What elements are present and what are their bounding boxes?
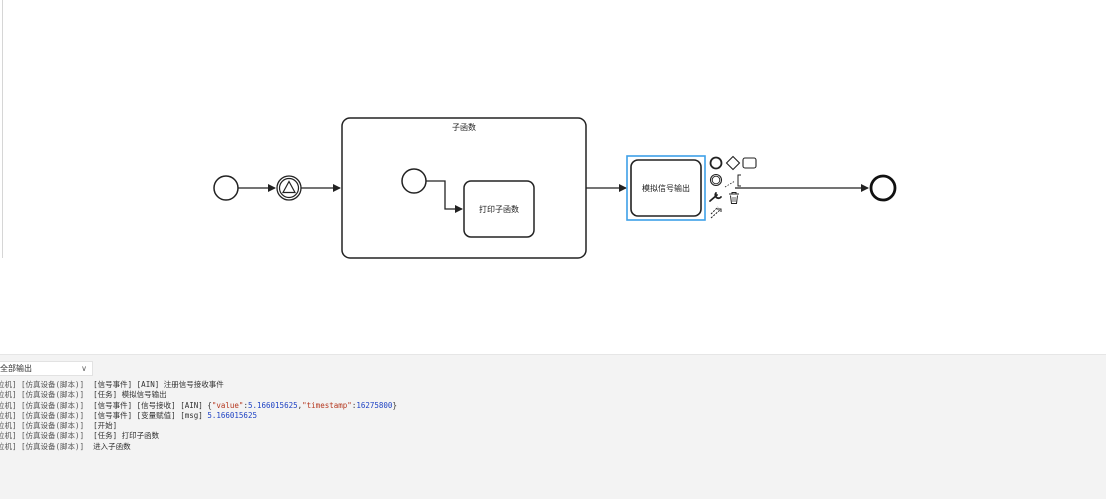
subprocess-start-event[interactable] (401, 168, 427, 194)
gateway-icon[interactable] (725, 155, 741, 171)
log-line[interactable]: 位机] [仿真设备(脚本)] [任务] 模拟信号输出 (0, 390, 397, 400)
log-json-comma: , (297, 400, 303, 410)
connect-wrench-icon[interactable] (709, 192, 722, 202)
selection-outline (626, 155, 706, 221)
output-filter-select[interactable]: 全部输出 ∨ (0, 361, 93, 376)
delete-trash-icon[interactable] (729, 192, 739, 204)
log-json-number: 5.166015625 (247, 400, 298, 410)
log-json-brace: { (207, 400, 212, 410)
log-line[interactable]: 位机] [仿真设备(脚本)] 进入子函数 (0, 442, 397, 452)
log-source: 位机] [仿真设备(脚本)] (0, 380, 85, 389)
log-message: [任务] 打印子函数 (93, 431, 160, 441)
signal-triangle-icon (281, 180, 297, 194)
bpmn-canvas[interactable]: 子函数 打印子函数 模拟信号输出 (0, 0, 1106, 355)
log-source: 位机] [仿真设备(脚本)] (0, 410, 85, 420)
log-list: 位机] [仿真设备(脚本)] [信号事件] [AIN] 注册信号接收事件位机] … (0, 380, 397, 452)
log-line[interactable]: 位机] [仿真设备(脚本)] [信号事件] [信号接收] [AIN] {"val… (0, 401, 397, 411)
task-print-label: 打印子函数 (479, 204, 519, 214)
task-icon[interactable] (742, 157, 757, 169)
context-pad (709, 155, 757, 219)
output-panel: 全部输出 ∨ 位机] [仿真设备(脚本)] [信号事件] [AIN] 注册信号接… (0, 354, 1106, 499)
task-signal-label: 模拟信号输出 (642, 183, 690, 193)
log-number: 5.166015625 (207, 410, 257, 420)
subprocess-label: 子函数 (452, 122, 476, 132)
start-event-icon[interactable] (709, 156, 723, 170)
log-json-colon: : (243, 400, 248, 410)
log-source: 位机] [仿真设备(脚本)] (0, 441, 85, 451)
task-print[interactable] (463, 180, 535, 238)
log-json-brace: } (392, 400, 397, 410)
log-line[interactable]: 位机] [仿真设备(脚本)] [任务] 打印子函数 (0, 431, 397, 441)
log-line[interactable]: 位机] [仿真设备(脚本)] [信号事件] [AIN] 注册信号接收事件 (0, 380, 397, 390)
log-message: [信号事件] [AIN] 注册信号接收事件 (93, 380, 224, 389)
signal-intermediate-event[interactable] (276, 175, 302, 201)
sequence-flow[interactable] (426, 180, 463, 213)
text-annotation-icon[interactable] (724, 180, 736, 188)
end-event[interactable] (869, 174, 897, 202)
log-message: [信号事件] [变量赋值] [msg] (93, 410, 208, 420)
subprocess[interactable]: 子函数 打印子函数 (341, 117, 587, 259)
log-message: 进入子函数 (93, 441, 131, 451)
log-json-key: "timestamp" (302, 400, 352, 410)
log-json-key: "value" (211, 400, 244, 410)
log-source: 位机] [仿真设备(脚本)] (0, 400, 85, 410)
intermediate-event-icon[interactable] (709, 173, 723, 187)
start-event[interactable] (213, 175, 239, 201)
task-signal-output[interactable]: 模拟信号输出 (626, 155, 706, 221)
log-json-colon: : (351, 400, 357, 410)
canvas-left-border (0, 0, 3, 258)
log-json-number: 16275800 (356, 400, 393, 410)
log-message: [信号事件] [信号接收] [AIN] (93, 400, 208, 410)
log-source: 位机] [仿真设备(脚本)] (0, 390, 85, 400)
log-source: 位机] [仿真设备(脚本)] (0, 421, 85, 431)
log-line[interactable]: 位机] [仿真设备(脚本)] [信号事件] [变量赋值] [msg] 5.166… (0, 411, 397, 421)
log-source: 位机] [仿真设备(脚本)] (0, 431, 85, 441)
chevron-down-icon: ∨ (81, 364, 87, 373)
text-annotation-bracket (737, 174, 741, 187)
output-filter-value: 全部输出 (0, 364, 32, 373)
log-line[interactable]: 位机] [仿真设备(脚本)] [开始] (0, 421, 397, 431)
log-message: [开始] (93, 421, 118, 431)
log-message: [任务] 模拟信号输出 (93, 390, 167, 400)
connector-arrow-icon[interactable] (710, 206, 722, 219)
